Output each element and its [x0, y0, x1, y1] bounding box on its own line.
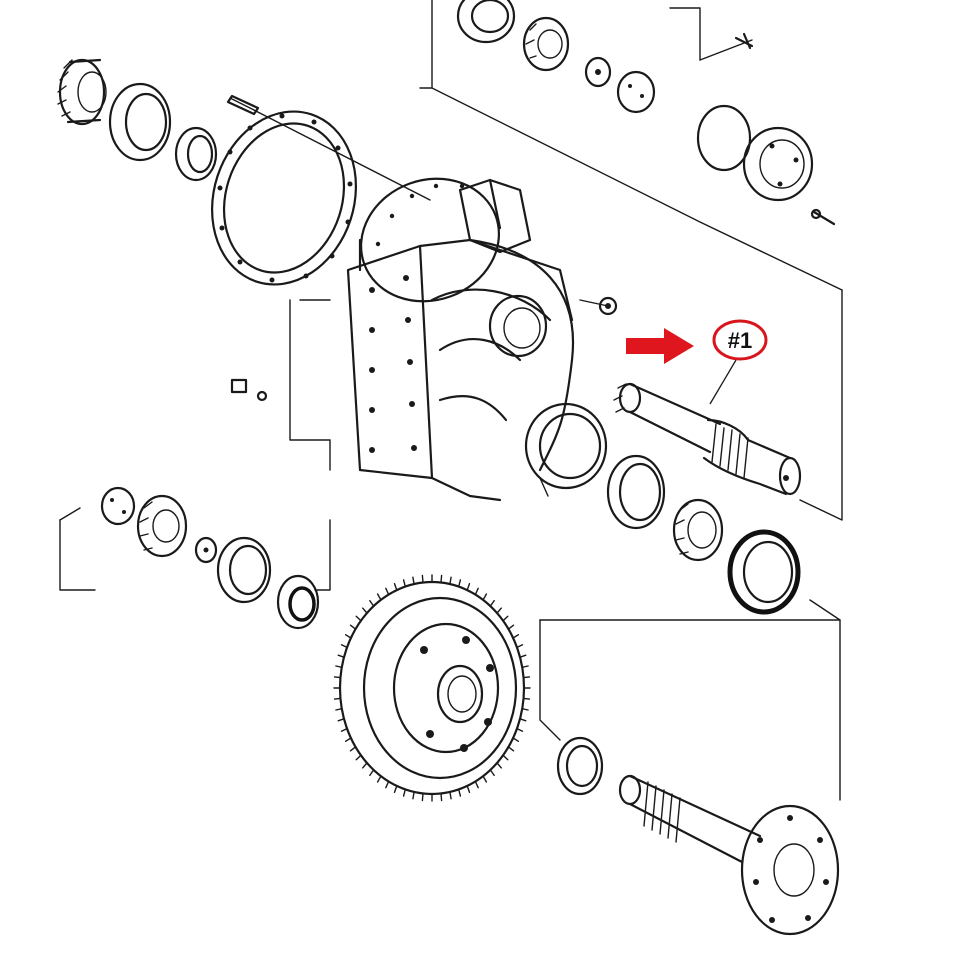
part-callout: #1 — [709, 319, 768, 405]
gear-tooth — [337, 718, 345, 722]
gear-tooth — [516, 644, 524, 649]
washer-left — [194, 536, 218, 564]
gear-tooth — [412, 576, 415, 585]
callout-label: #1 — [728, 328, 752, 353]
gear-tooth — [449, 576, 452, 585]
bearing-cup-top-left — [108, 82, 172, 162]
gear-tooth — [458, 788, 462, 797]
final-drive-housing — [346, 177, 608, 502]
snap-ring — [556, 736, 604, 796]
gear-tooth — [496, 762, 502, 769]
gear-tooth — [402, 788, 406, 797]
gear-tooth — [393, 582, 398, 591]
gear-tooth — [440, 574, 443, 584]
gear-tooth — [340, 644, 348, 649]
gear-tooth — [344, 737, 352, 742]
gear-tooth — [335, 708, 343, 711]
seal-left — [276, 574, 320, 630]
gear-tooth — [362, 607, 368, 614]
dowel-pin — [226, 94, 260, 116]
gear-tooth — [349, 746, 357, 752]
end-cover — [742, 126, 814, 202]
gear-tooth — [507, 624, 515, 630]
gear-tooth — [337, 654, 345, 658]
gear-tooth — [369, 599, 375, 607]
axle-shaft-flange — [618, 774, 840, 936]
small-bolt-left — [230, 378, 268, 402]
gear-tooth — [522, 697, 531, 700]
callout-arrow — [626, 328, 694, 364]
gear-tooth — [355, 615, 362, 622]
bearing-cone-left — [136, 494, 188, 558]
gear-tooth — [519, 718, 527, 722]
gear-tooth — [402, 579, 406, 588]
gear-tooth — [482, 775, 488, 783]
gear-tooth — [421, 792, 424, 802]
group-bracket-lines — [59, 0, 843, 801]
gear-tooth — [333, 676, 342, 679]
gear-tooth — [355, 754, 362, 761]
right-arrow-icon — [626, 328, 694, 364]
gear-tooth — [512, 737, 520, 742]
gear-tooth — [482, 593, 488, 601]
gear-tooth — [512, 634, 520, 639]
cover-plate-top — [616, 70, 656, 114]
gear-teeth — [333, 574, 531, 802]
drain-plug — [598, 296, 618, 316]
callout-leader-line — [709, 359, 737, 405]
gear-tooth — [344, 634, 352, 639]
bearing-cone-right — [672, 498, 724, 562]
callout-circle — [712, 319, 768, 361]
gear-tooth — [489, 769, 495, 777]
thrust-washer-top — [584, 56, 612, 88]
oil-seal-right — [727, 529, 801, 615]
gear-tooth — [349, 624, 357, 630]
gear-tooth — [502, 615, 509, 622]
gear-tooth — [502, 754, 509, 761]
screw-top-right — [734, 32, 754, 50]
gear-tooth — [466, 785, 471, 794]
tapered-roller-bearing-top-left — [57, 58, 107, 126]
gear-tooth — [466, 582, 471, 591]
o-ring — [696, 104, 752, 172]
gear-tooth — [440, 792, 443, 802]
gear-tooth — [333, 697, 342, 700]
gear-tooth — [496, 607, 502, 614]
gear-tooth — [474, 780, 479, 789]
gear-tooth — [369, 769, 375, 777]
gear-tooth — [522, 676, 531, 679]
gear-tooth — [521, 708, 529, 711]
gear-tooth — [335, 665, 343, 668]
gear-tooth — [385, 780, 390, 789]
housing-gasket — [210, 110, 358, 286]
gear-tooth — [449, 791, 452, 800]
drive-shaft-part-1 — [613, 382, 802, 496]
gear-tooth — [474, 587, 479, 596]
seal-ring-top-left — [174, 126, 218, 182]
bull-gear — [333, 574, 531, 802]
cover-screw — [810, 208, 836, 226]
bearing-cone-top-right — [522, 16, 570, 72]
bearing-cup-top-right — [456, 0, 516, 44]
gear-tooth — [376, 593, 382, 601]
gear-tooth — [516, 727, 524, 732]
gear-tooth — [519, 654, 527, 658]
gear-tooth — [421, 574, 424, 584]
gear-tooth — [385, 587, 390, 596]
gear-tooth — [376, 775, 382, 783]
gear-tooth — [340, 727, 348, 732]
bearing-cup-left — [216, 536, 272, 604]
gear-tooth — [362, 762, 368, 769]
cover-plate-left — [100, 486, 136, 526]
gear-tooth — [412, 791, 415, 800]
gear-tooth — [507, 746, 515, 752]
gear-tooth — [458, 579, 462, 588]
gear-tooth — [393, 785, 398, 794]
spacer-ring-right — [606, 454, 666, 530]
gear-tooth — [521, 665, 529, 668]
gear-tooth — [489, 599, 495, 607]
